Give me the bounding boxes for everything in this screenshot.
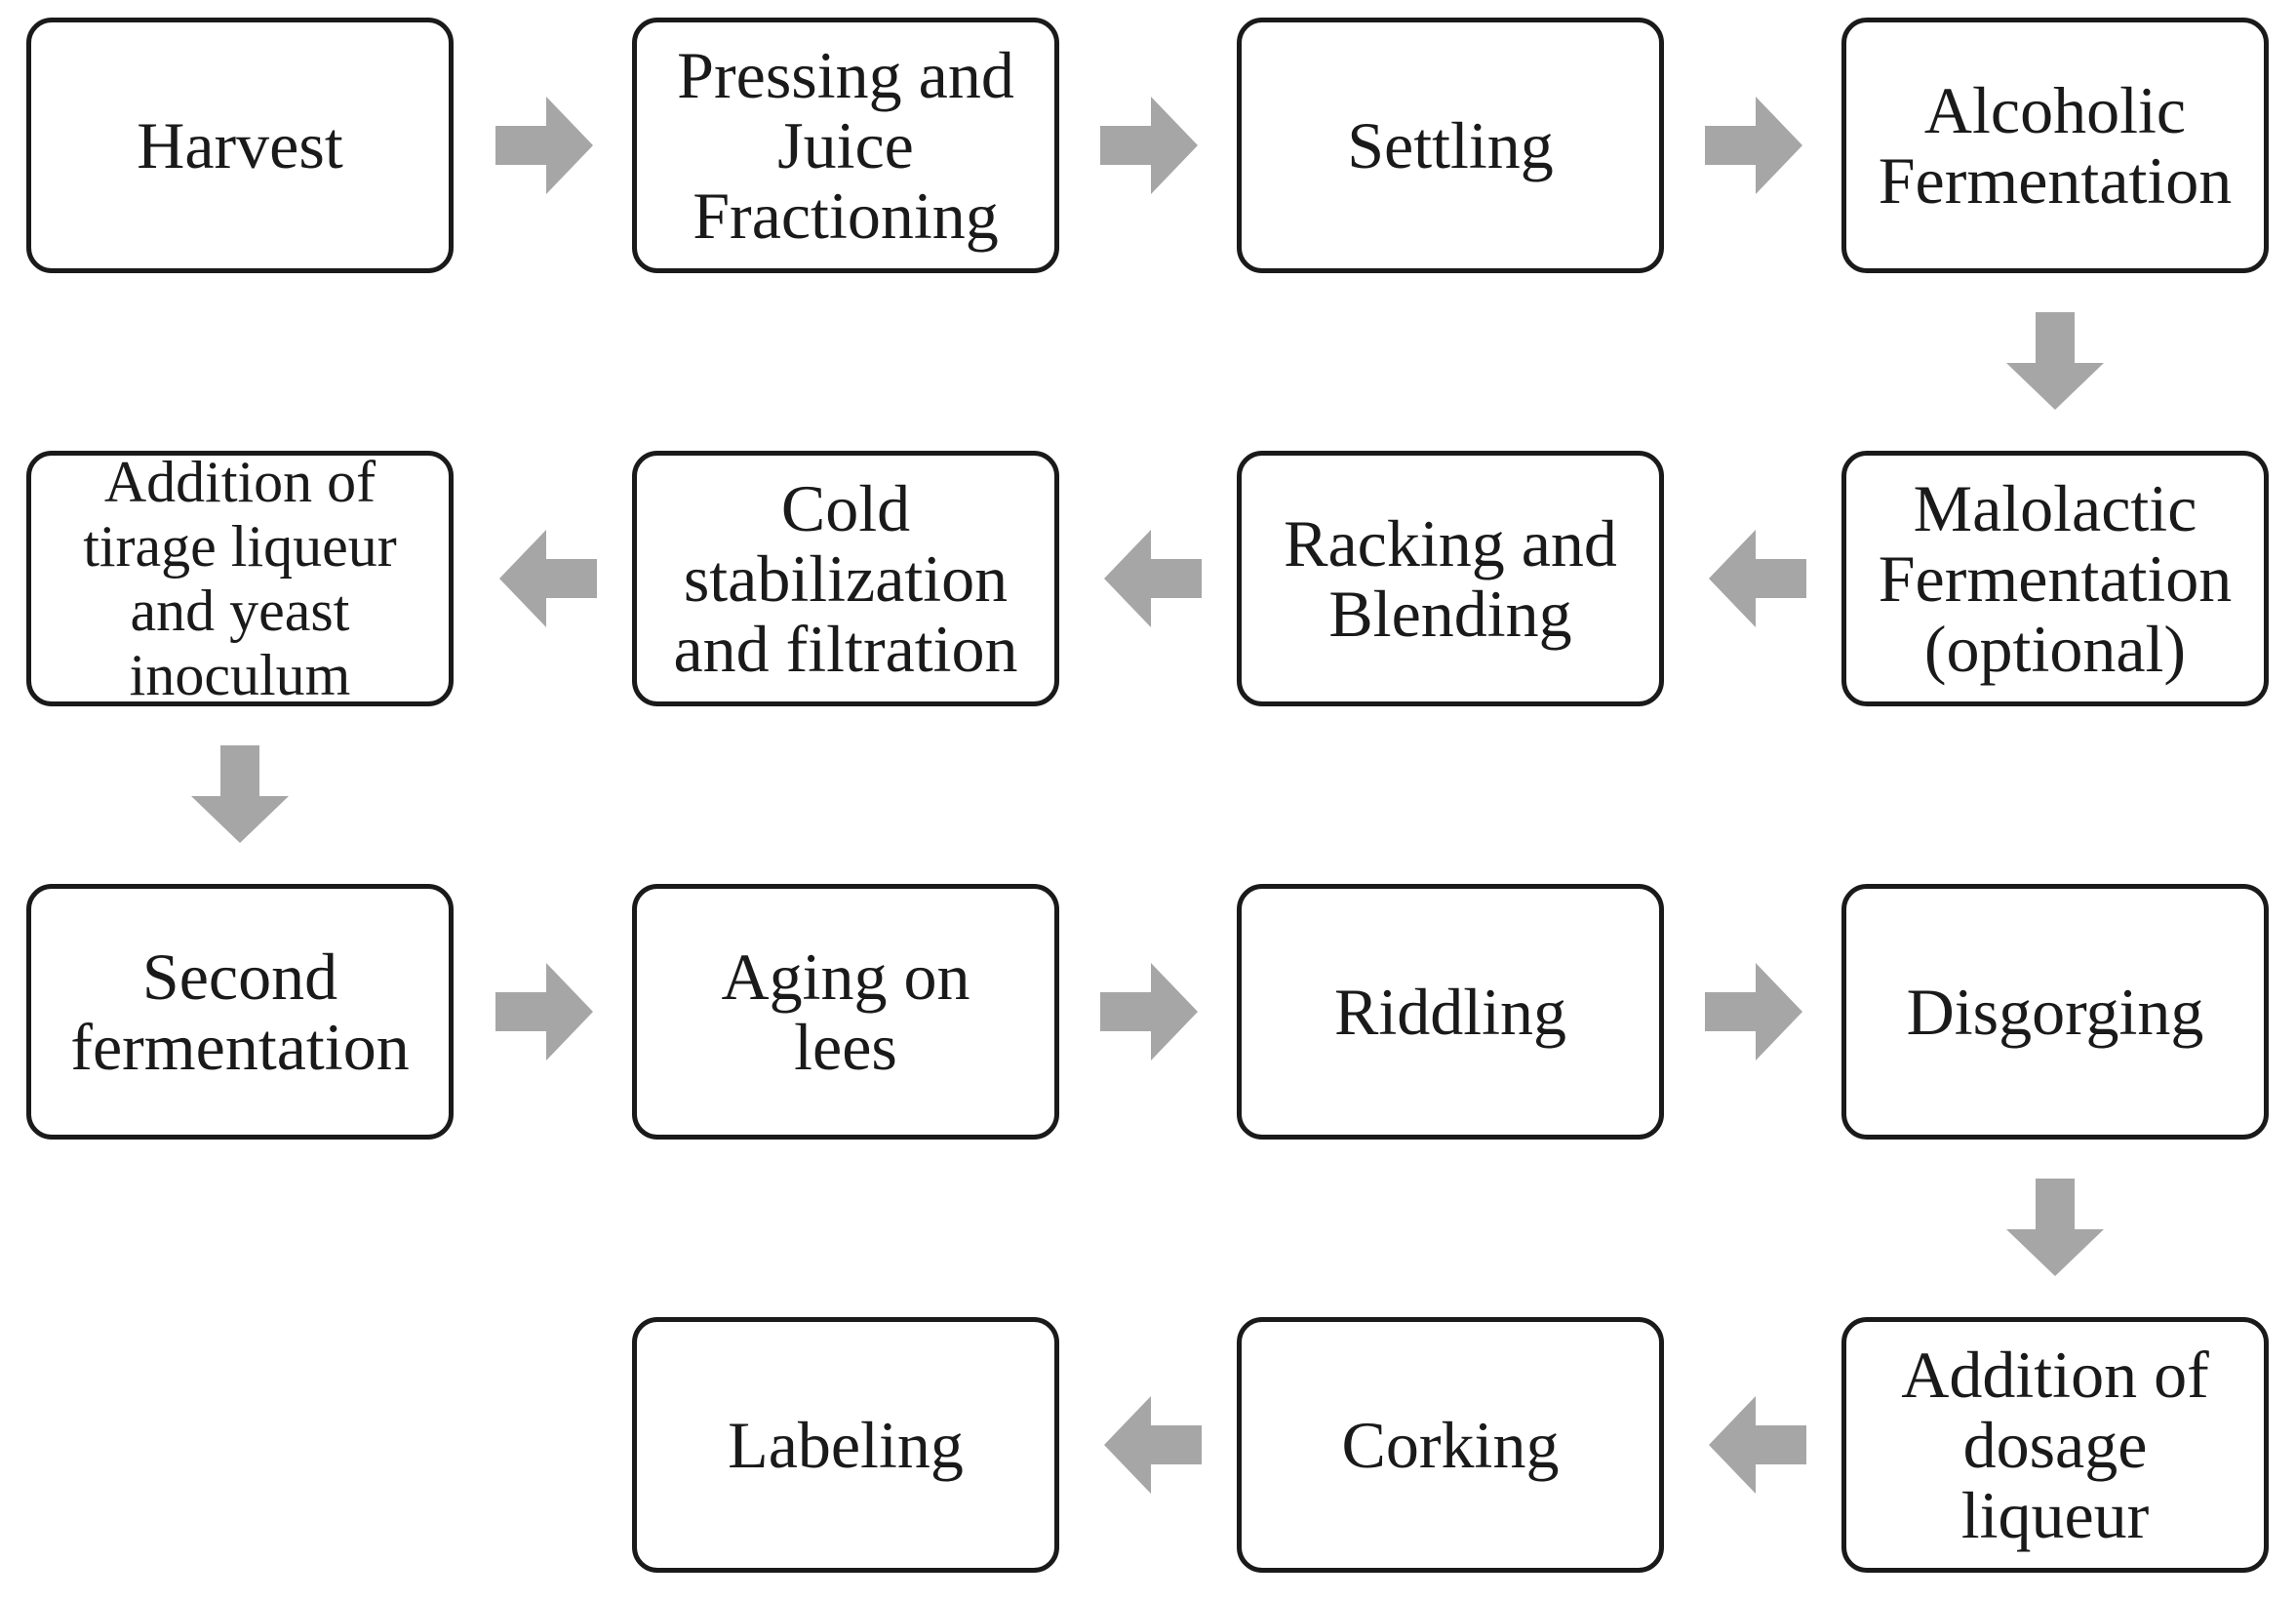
arrow-down-icon xyxy=(2006,312,2104,410)
step-label-dosage: Addition of dosage liqueur xyxy=(1901,1338,2209,1552)
arrow-left-icon xyxy=(1709,530,1806,627)
step-label-labeling: Labeling xyxy=(728,1408,964,1482)
step-racking: Racking and Blending xyxy=(1237,451,1664,706)
step-label-riddling: Riddling xyxy=(1333,975,1567,1049)
step-dosage: Addition of dosage liqueur xyxy=(1841,1317,2269,1573)
step-label-disgorging: Disgorging xyxy=(1906,975,2204,1049)
arrow-left-icon xyxy=(1104,530,1202,627)
arrow-left-icon xyxy=(1709,1396,1806,1494)
step-label-alcoholic: Alcoholic Fermentation xyxy=(1878,73,2233,218)
arrow-right-icon xyxy=(495,97,593,194)
step-label-tirage: Addition of tirage liqueur and yeast ino… xyxy=(83,450,397,707)
arrow-right-icon xyxy=(1100,963,1198,1061)
step-settling: Settling xyxy=(1237,18,1664,273)
step-corking: Corking xyxy=(1237,1317,1664,1573)
arrow-right-icon xyxy=(1100,97,1198,194)
arrow-left-icon xyxy=(499,530,597,627)
step-label-malolactic: Malolactic Fermentation (optional) xyxy=(1878,471,2233,686)
step-disgorging: Disgorging xyxy=(1841,884,2269,1140)
step-pressing: Pressing and Juice Fractioning xyxy=(632,18,1059,273)
step-label-aging: Aging on lees xyxy=(721,940,970,1084)
arrow-right-icon xyxy=(1705,963,1802,1061)
step-labeling: Labeling xyxy=(632,1317,1059,1573)
step-aging: Aging on lees xyxy=(632,884,1059,1140)
step-label-second: Second fermentation xyxy=(70,940,410,1084)
step-riddling: Riddling xyxy=(1237,884,1664,1140)
step-label-harvest: Harvest xyxy=(137,108,343,182)
arrow-down-icon xyxy=(191,745,289,843)
step-label-pressing: Pressing and Juice Fractioning xyxy=(677,38,1014,253)
step-harvest: Harvest xyxy=(26,18,454,273)
step-tirage: Addition of tirage liqueur and yeast ino… xyxy=(26,450,454,707)
step-malolactic: Malolactic Fermentation (optional) xyxy=(1841,451,2269,706)
arrow-right-icon xyxy=(495,963,593,1061)
arrow-right-icon xyxy=(1705,97,1802,194)
step-label-corking: Corking xyxy=(1341,1408,1560,1482)
arrow-left-icon xyxy=(1104,1396,1202,1494)
arrow-down-icon xyxy=(2006,1179,2104,1276)
step-label-racking: Racking and Blending xyxy=(1284,506,1617,651)
step-cold: Cold stabilization and filtration xyxy=(632,451,1059,706)
step-label-settling: Settling xyxy=(1347,108,1554,182)
step-label-cold: Cold stabilization and filtration xyxy=(673,471,1018,686)
step-alcoholic: Alcoholic Fermentation xyxy=(1841,18,2269,273)
step-second: Second fermentation xyxy=(26,884,454,1140)
